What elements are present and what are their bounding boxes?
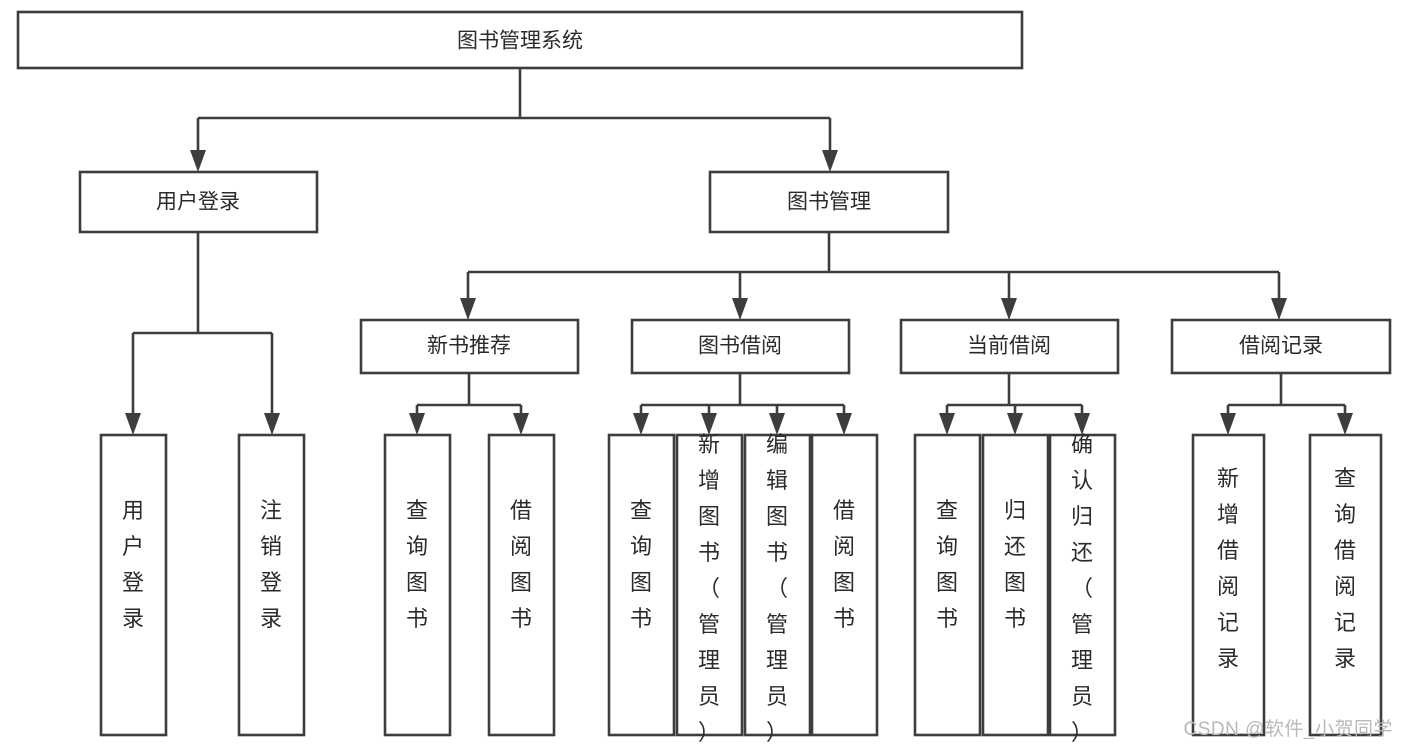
- leaf-borrow-book[interactable]: 借阅图书: [810, 433, 879, 737]
- arrow-head-g5-1: [1220, 413, 1236, 435]
- leaf-query-borrow-record-box[interactable]: [1308, 433, 1383, 737]
- leaf-query-book-current[interactable]: 查询图书: [913, 433, 982, 737]
- leaf-query-book-recommend-label: 查询图书: [406, 498, 428, 631]
- leaf-query-book-recommend-box[interactable]: [383, 433, 452, 737]
- node-new-book-recommend-label: 新书推荐: [427, 335, 511, 358]
- arrow-head-g3-4: [836, 413, 852, 435]
- arrow-head-g5-2: [1337, 413, 1353, 435]
- leaf-borrow-book-box[interactable]: [810, 433, 879, 737]
- arrow-head-new-book: [460, 298, 476, 320]
- leaf-edit-book-admin-box[interactable]: [743, 433, 812, 737]
- leaf-add-borrow-record-box[interactable]: [1191, 433, 1266, 737]
- leaf-borrow-book-recommend-label: 借阅图书: [510, 498, 532, 631]
- node-current-borrow-box[interactable]: [899, 318, 1120, 375]
- arrow-head-g4-1: [939, 413, 955, 435]
- arrow-head-leaf-logout: [264, 413, 280, 435]
- leaf-query-book-current-box[interactable]: [913, 433, 982, 737]
- arrow-head-g4-3: [1074, 413, 1090, 435]
- leaf-user-login-label: 用户登录: [122, 498, 144, 631]
- leaf-add-book-admin-label: 新增图书（管理员）: [698, 432, 720, 745]
- leaf-query-borrow-record-label: 查询借阅记录: [1334, 466, 1356, 671]
- arrow-head-g3-2: [701, 413, 717, 435]
- arrow-head-g3-1: [633, 413, 649, 435]
- leaf-borrow-book-label: 借阅图书: [833, 498, 855, 631]
- leaf-query-book-borrow-label: 查询图书: [630, 498, 652, 631]
- arrow-head-g2-2: [513, 413, 529, 435]
- leaf-confirm-return-admin-label: 确认归还（管理员）: [1071, 432, 1093, 745]
- arrow-head-book-mgmt: [822, 150, 838, 172]
- leaf-logout-label: 注销登录: [260, 498, 282, 631]
- node-root-label: 图书管理系统: [457, 30, 583, 53]
- leaf-confirm-return-admin-box[interactable]: [1048, 433, 1117, 737]
- node-book-borrow-box[interactable]: [630, 318, 851, 375]
- arrow-head-borrow-record: [1271, 298, 1287, 320]
- leaf-query-borrow-record[interactable]: 查询借阅记录: [1308, 433, 1383, 737]
- leaf-user-login[interactable]: 用户登录: [99, 433, 168, 737]
- node-user-login-label: 用户登录: [156, 191, 240, 214]
- leaf-edit-book-admin[interactable]: 编辑图书（管理员）: [743, 432, 812, 745]
- node-book-management[interactable]: 图书管理: [708, 170, 950, 234]
- node-borrow-record-box[interactable]: [1170, 318, 1392, 375]
- leaf-return-book-label: 归还图书: [1004, 498, 1026, 631]
- leaf-return-book-box[interactable]: [981, 433, 1050, 737]
- node-new-book-recommend[interactable]: 新书推荐: [359, 318, 580, 375]
- node-book-borrow[interactable]: 图书借阅: [630, 318, 851, 375]
- node-root-box[interactable]: [16, 10, 1024, 70]
- leaf-add-book-admin-box[interactable]: [675, 433, 744, 737]
- leaf-return-book[interactable]: 归还图书: [981, 433, 1050, 737]
- leaf-borrow-book-recommend-box[interactable]: [487, 433, 556, 737]
- leaf-user-login-box[interactable]: [99, 433, 168, 737]
- node-book-borrow-label: 图书借阅: [698, 335, 782, 358]
- arrow-head-g2-1: [409, 413, 425, 435]
- leaf-logout[interactable]: 注销登录: [237, 433, 306, 737]
- node-current-borrow[interactable]: 当前借阅: [899, 318, 1120, 375]
- leaf-borrow-book-recommend[interactable]: 借阅图书: [487, 433, 556, 737]
- node-new-book-recommend-box[interactable]: [359, 318, 580, 375]
- node-current-borrow-label: 当前借阅: [967, 335, 1051, 358]
- node-user-login[interactable]: 用户登录: [78, 170, 319, 234]
- leaf-confirm-return-admin[interactable]: 确认归还（管理员）: [1048, 432, 1117, 745]
- leaf-query-book-borrow-box[interactable]: [607, 433, 676, 737]
- node-root[interactable]: 图书管理系统: [16, 10, 1024, 70]
- leaf-add-borrow-record-label: 新增借阅记录: [1217, 466, 1239, 671]
- node-borrow-record-label: 借阅记录: [1239, 335, 1323, 358]
- leaf-query-book-borrow[interactable]: 查询图书: [607, 433, 676, 737]
- leaf-query-book-current-label: 查询图书: [936, 498, 958, 631]
- arrow-head-g4-2: [1007, 413, 1023, 435]
- leaf-edit-book-admin-label: 编辑图书（管理员）: [766, 432, 788, 745]
- arrow-head-book-borrow: [732, 298, 748, 320]
- leaf-logout-box[interactable]: [237, 433, 306, 737]
- node-book-management-label: 图书管理: [787, 191, 871, 214]
- arrow-head-current-borrow: [1001, 298, 1017, 320]
- leaf-add-borrow-record[interactable]: 新增借阅记录: [1191, 433, 1266, 737]
- arrow-head-g3-3: [769, 413, 785, 435]
- node-book-management-box[interactable]: [708, 170, 950, 234]
- node-borrow-record[interactable]: 借阅记录: [1170, 318, 1392, 375]
- arrow-head-leaf-user-login: [125, 413, 141, 435]
- arrow-head-user-login: [190, 150, 206, 172]
- leaf-query-book-recommend[interactable]: 查询图书: [383, 433, 452, 737]
- leaf-add-book-admin[interactable]: 新增图书（管理员）: [675, 432, 744, 745]
